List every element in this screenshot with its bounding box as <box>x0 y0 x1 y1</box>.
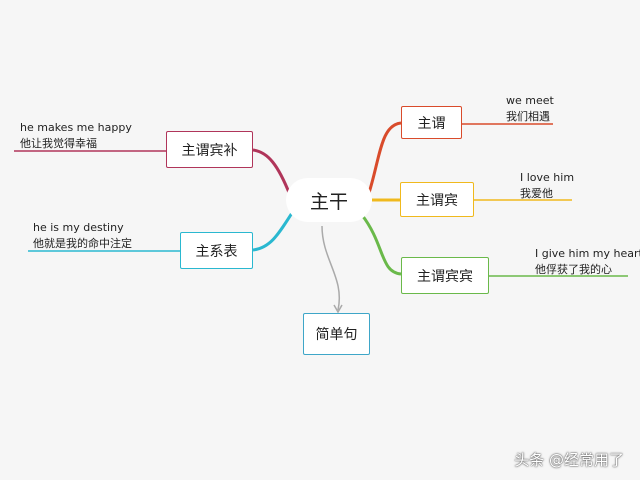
node-subject-verb[interactable]: 主谓 <box>401 106 462 139</box>
leaf-subject-verb-object-zh: 我爱他 <box>520 187 553 200</box>
node-simple-sentence-label: 简单句 <box>315 327 358 343</box>
leaf-subject-verb-zh: 我们相遇 <box>506 110 550 123</box>
node-subject-linking-predicative-label: 主系表 <box>195 243 238 260</box>
leaf-subject-verb-object-complement[interactable]: he makes me happy 他让我觉得幸福 <box>20 120 132 152</box>
link-center-to-subject-verb <box>366 121 402 197</box>
leaf-subject-verb-object-object-zh: 他俘获了我的心 <box>535 263 612 276</box>
leaf-subject-linking-predicative[interactable]: he is my destiny 他就是我的命中注定 <box>33 220 132 252</box>
watermark: 头条 @经常用了 <box>514 451 624 469</box>
node-subject-verb-object-label: 主谓宾 <box>416 192 458 209</box>
leaf-subject-linking-predicative-en: he is my destiny <box>33 221 124 234</box>
link-center-to-svoo <box>360 214 402 276</box>
node-subject-verb-label: 主谓 <box>417 115 446 132</box>
node-simple-sentence[interactable]: 简单句 <box>303 313 370 355</box>
leaf-subject-verb-object-object[interactable]: I give him my heart 他俘获了我的心 <box>535 246 640 278</box>
leaf-subject-verb-object[interactable]: I love him 我爱他 <box>520 170 574 202</box>
node-subject-linking-predicative[interactable]: 主系表 <box>180 232 253 269</box>
central-topic[interactable]: 主干 <box>286 178 372 222</box>
leaf-subject-linking-predicative-zh: 他就是我的命中注定 <box>33 237 132 250</box>
node-subject-verb-object-complement[interactable]: 主谓宾补 <box>166 131 253 168</box>
leaf-subject-verb-object-en: I love him <box>520 171 575 184</box>
leaf-subject-verb[interactable]: we meet 我们相遇 <box>506 93 554 125</box>
leaf-subject-verb-object-complement-zh: 他让我觉得幸福 <box>20 137 97 150</box>
arrow-head <box>333 304 343 314</box>
link-center-to-svc <box>252 212 294 252</box>
central-topic-label: 主干 <box>309 190 348 213</box>
node-subject-verb-object-object[interactable]: 主谓宾宾 <box>401 257 489 294</box>
leaf-subject-verb-object-object-en: I give him my heart <box>535 247 640 260</box>
node-subject-verb-object-complement-label: 主谓宾补 <box>181 142 238 159</box>
node-subject-verb-object[interactable]: 主谓宾 <box>400 182 474 217</box>
node-subject-verb-object-object-label: 主谓宾宾 <box>417 268 473 285</box>
link-center-to-svoc <box>252 148 292 196</box>
leaf-subject-verb-en: we meet <box>506 94 554 107</box>
leaf-subject-verb-object-complement-en: he makes me happy <box>20 121 132 134</box>
link-center-to-simple <box>321 225 341 311</box>
